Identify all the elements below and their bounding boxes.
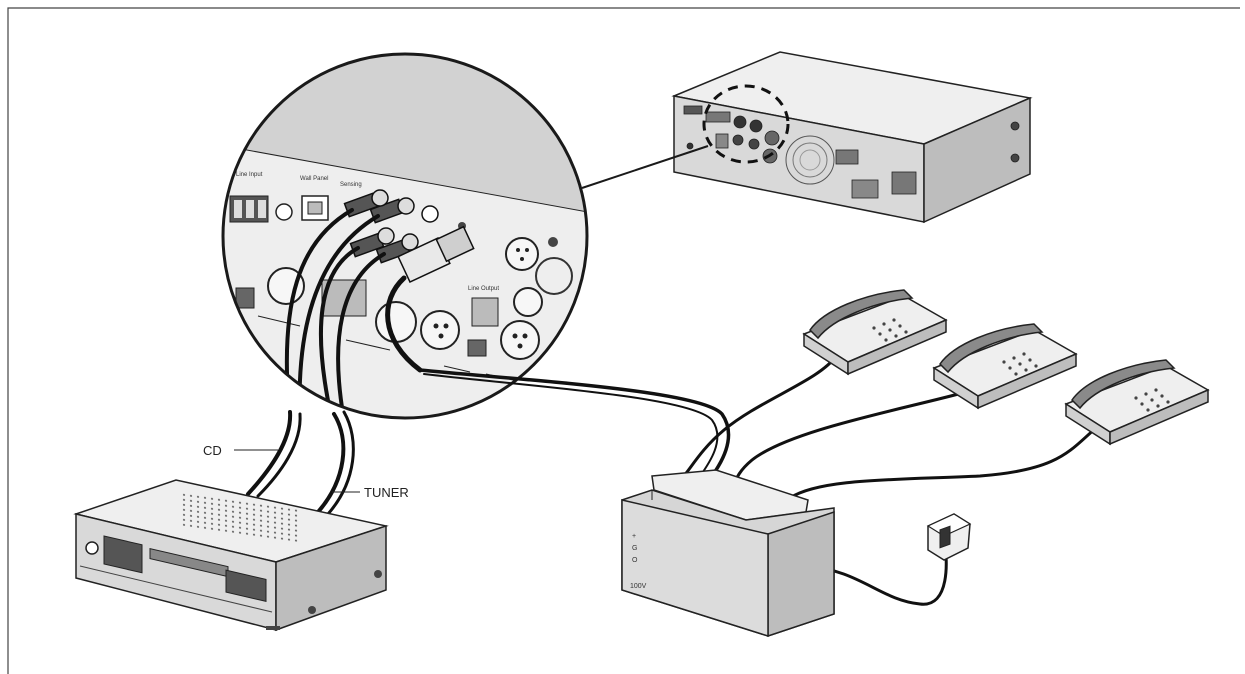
panel-label: Line Output (468, 286, 499, 292)
terminal-block-icon (229, 195, 269, 223)
page-frame (7, 7, 1240, 674)
xlr-connector-icon (267, 237, 543, 360)
zoom-highlight-ring (702, 84, 790, 164)
cables (246, 354, 1098, 606)
tuner-callout: TUNER (332, 485, 409, 500)
panel-label: Line Input (236, 172, 263, 178)
zoom-leader-line (581, 145, 709, 189)
panel-label: Sensing (340, 182, 362, 188)
rear-panel-zoom: Line Input Wall Panel Sensing Line Outpu… (221, 52, 589, 420)
telephone-icon (802, 289, 948, 376)
pin-o-label: O (632, 557, 638, 564)
cd-tuner-icon (73, 479, 389, 632)
amplifier-icon (671, 51, 1033, 224)
xlr-plug-icon (397, 225, 475, 283)
cd-callout: CD (203, 443, 278, 458)
cd-label: CD (203, 443, 222, 458)
voltage-label: 100V (630, 583, 647, 590)
pin-plus-label: + (632, 533, 636, 540)
panel-label: Wall Panel (300, 176, 328, 182)
power-plug-icon (926, 513, 972, 561)
telephone-icon (1064, 359, 1210, 446)
telephone-icon (932, 323, 1078, 410)
pin-g-label: G (632, 545, 637, 552)
junction-box-icon: + G O 100V (621, 469, 835, 638)
tuner-label: TUNER (364, 485, 409, 500)
